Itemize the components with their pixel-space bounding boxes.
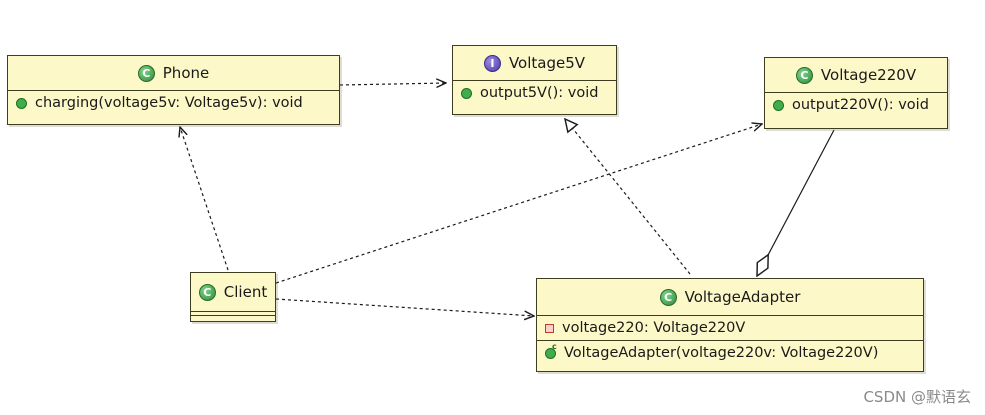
voltage220v-separator: [765, 92, 947, 93]
phone-method: charging(voltage5v: Voltage5v): void: [35, 95, 303, 111]
voltage220v-method-row: output220V(): void: [765, 93, 947, 117]
voltage220v-header: C Voltage220V: [765, 58, 947, 92]
voltage-adapter-class-box[interactable]: C VoltageAdapter voltage220: Voltage220V…: [536, 278, 924, 372]
phone-class-box[interactable]: C Phone charging(voltage5v: Voltage5v): …: [7, 55, 340, 125]
client-separator-1: [191, 311, 275, 315]
edge-client-to-voltage220v: [275, 124, 762, 284]
adapter-header: C VoltageAdapter: [537, 279, 923, 315]
adapter-separator-2: [537, 340, 923, 341]
class-icon: C: [137, 64, 155, 82]
private-field-icon: [545, 323, 554, 333]
public-method-icon: [16, 97, 27, 109]
edge-client-to-phone: [180, 127, 229, 271]
class-icon: C: [795, 66, 813, 84]
voltage220v-method: output220V(): void: [792, 97, 929, 113]
edge-adapter-aggregates-voltage220v: [757, 129, 835, 276]
edge-phone-to-voltage5v: [339, 83, 446, 85]
adapter-separator-1: [537, 315, 923, 316]
phone-class-header: C Phone: [8, 56, 339, 90]
voltage220v-name: Voltage220V: [820, 66, 917, 84]
adapter-constructor-row: c VoltageAdapter(voltage220v: Voltage220…: [537, 341, 923, 365]
edge-adapter-realizes-voltage5v: [565, 119, 691, 275]
public-method-icon: [773, 99, 784, 111]
voltage5v-separator: [453, 80, 616, 81]
client-header: C Client: [191, 273, 275, 311]
adapter-constructor: VoltageAdapter(voltage220v: Voltage220V): [564, 345, 879, 361]
voltage5v-interface-box[interactable]: I Voltage5V output5V(): void: [452, 45, 617, 115]
class-icon: C: [659, 288, 677, 306]
interface-icon: I: [483, 54, 501, 72]
voltage5v-name: Voltage5V: [508, 54, 586, 72]
adapter-field-row: voltage220: Voltage220V: [537, 316, 923, 340]
phone-class-name: Phone: [162, 64, 210, 82]
voltage5v-method-row: output5V(): void: [453, 81, 616, 105]
client-name: Client: [223, 283, 268, 301]
adapter-name: VoltageAdapter: [684, 288, 801, 306]
constructor-icon: c: [545, 342, 557, 359]
phone-method-row: charging(voltage5v: Voltage5v): void: [8, 91, 339, 115]
phone-separator: [8, 90, 339, 91]
constructor-badge: c: [552, 341, 557, 351]
edge-client-to-adapter: [275, 298, 534, 316]
voltage220v-class-box[interactable]: C Voltage220V output220V(): void: [764, 57, 948, 129]
client-separator-2: [191, 315, 275, 316]
voltage5v-method: output5V(): void: [480, 85, 599, 101]
public-method-icon: [461, 87, 472, 99]
adapter-field: voltage220: Voltage220V: [562, 320, 746, 336]
client-class-box[interactable]: C Client: [190, 272, 276, 322]
watermark: CSDN @默语玄: [863, 388, 971, 406]
voltage5v-header: I Voltage5V: [453, 46, 616, 80]
class-icon: C: [198, 283, 216, 301]
